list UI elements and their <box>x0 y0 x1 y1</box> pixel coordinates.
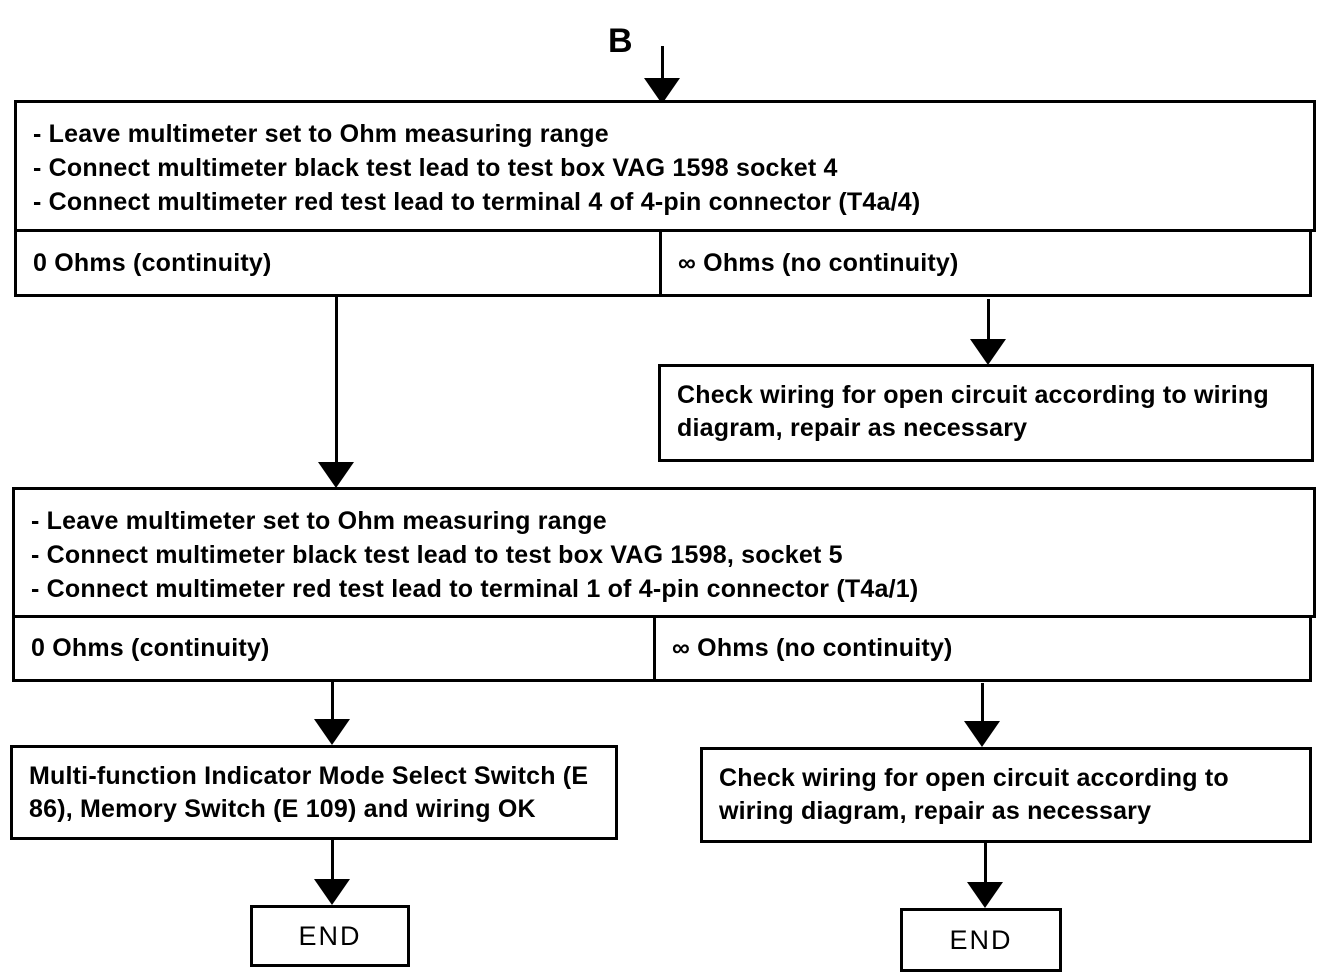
end-box-right: END <box>900 908 1062 972</box>
no-continuity-1-down-arrow-icon <box>970 299 1006 365</box>
arrow-head <box>967 882 1003 908</box>
arrow-head <box>970 339 1006 365</box>
outcome-label: 0 Ohms (continuity) <box>33 248 272 277</box>
to-end-left-down-arrow-icon <box>314 839 350 905</box>
continuity-2-down-arrow-icon <box>314 681 350 745</box>
entry-down-arrow-icon <box>644 46 680 104</box>
outcome-cell-continuity-2: 0 Ohms (continuity) <box>12 615 656 682</box>
instruction-box-2: - Leave multimeter set to Ohm measuring … <box>12 487 1316 618</box>
arrow-head <box>964 721 1000 747</box>
arrow-shaft <box>330 839 334 879</box>
result-box-ok: Multi-function Indicator Mode Select Swi… <box>10 745 618 840</box>
entry-label-b: B <box>608 22 633 60</box>
no-continuity-2-down-arrow-icon <box>964 683 1000 747</box>
instruction-box-1: - Leave multimeter set to Ohm measuring … <box>14 100 1316 232</box>
check-wiring-box-bottom: Check wiring for open circuit according … <box>700 747 1312 843</box>
outcome-cell-no-continuity-2: ∞ Ohms (no continuity) <box>653 615 1312 682</box>
to-end-right-down-arrow-icon <box>967 842 1003 908</box>
outcome-label: 0 Ohms (continuity) <box>31 634 270 662</box>
outcome-row-1: 0 Ohms (continuity) ∞ Ohms (no continuit… <box>14 229 1312 297</box>
instruction-line: - Leave multimeter set to Ohm measuring … <box>33 120 609 148</box>
instruction-line: - Connect multimeter red test lead to te… <box>33 188 921 216</box>
arrow-shaft <box>980 683 984 721</box>
arrow-head <box>314 879 350 905</box>
arrow-shaft <box>983 842 987 882</box>
outcome-cell-no-continuity-1: ∞ Ohms (no continuity) <box>659 229 1312 297</box>
outcome-row-2: 0 Ohms (continuity) ∞ Ohms (no continuit… <box>12 615 1312 682</box>
arrow-shaft <box>986 299 990 339</box>
arrow-shaft <box>330 681 334 719</box>
outcome-label: ∞ Ohms (no continuity) <box>672 634 953 662</box>
continuity-1-down-arrow-icon <box>318 296 354 488</box>
check-wiring-box-top: Check wiring for open circuit according … <box>658 364 1314 462</box>
instruction-line: - Connect multimeter black test lead to … <box>31 541 843 569</box>
instruction-line: - Connect multimeter red test lead to te… <box>31 575 919 603</box>
arrow-head <box>318 462 354 488</box>
outcome-label: ∞ Ohms (no continuity) <box>678 248 959 277</box>
instruction-line: - Leave multimeter set to Ohm measuring … <box>31 507 607 535</box>
arrow-shaft <box>334 296 338 462</box>
arrow-shaft <box>660 46 664 78</box>
outcome-cell-continuity-1: 0 Ohms (continuity) <box>14 229 662 297</box>
arrow-head <box>644 78 680 104</box>
end-box-left: END <box>250 905 410 967</box>
arrow-head <box>314 719 350 745</box>
instruction-line: - Connect multimeter black test lead to … <box>33 154 838 182</box>
